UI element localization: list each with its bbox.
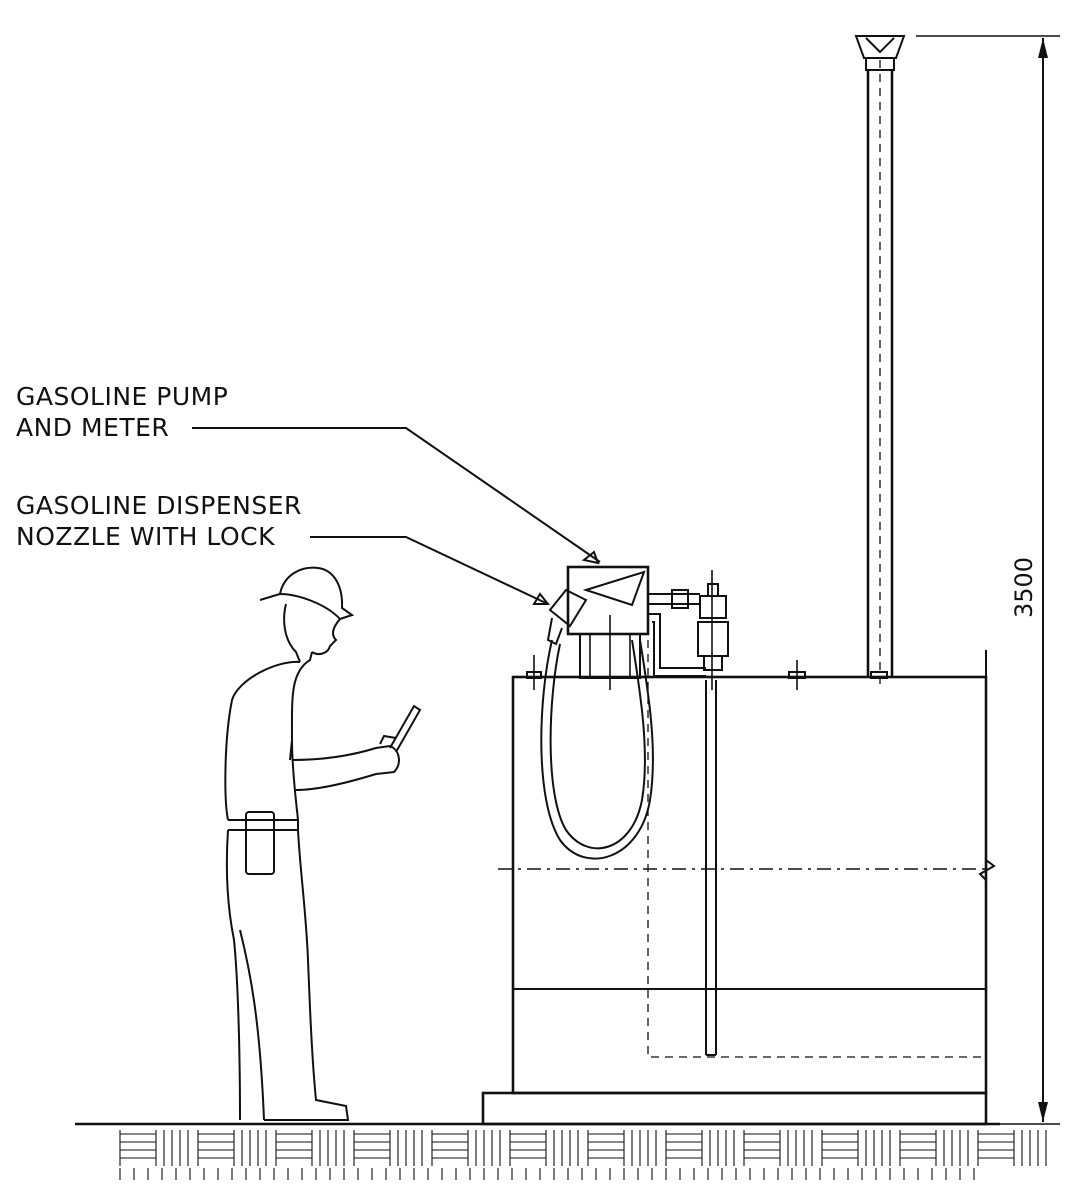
nozzle-label-line1: GASOLINE DISPENSER: [16, 491, 302, 520]
leader-lines: [192, 427, 601, 605]
pump-label-line2: AND METER: [16, 413, 170, 442]
fuel-tank: [481, 640, 996, 1126]
height-dimension-value: 3500: [1010, 556, 1038, 618]
pump-and-meter: [566, 565, 729, 690]
nozzle-label-line2: NOZZLE WITH LOCK: [16, 522, 275, 551]
ground: [75, 1122, 1047, 1180]
dispenser-nozzle: [540, 588, 654, 860]
worker-figure: [224, 566, 422, 1121]
ground-hatch: [119, 1130, 1047, 1180]
vent-pipe: [854, 35, 906, 690]
height-dimension: [916, 35, 1060, 1125]
tank-fittings: [526, 655, 888, 690]
pump-label-line1: GASOLINE PUMP: [16, 382, 229, 411]
